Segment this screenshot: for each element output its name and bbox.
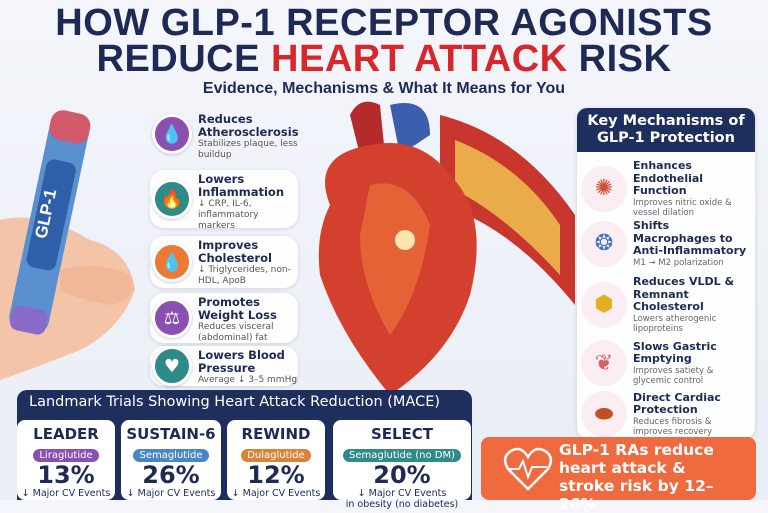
trial-value: 12% bbox=[247, 461, 305, 489]
mechanism-title: Enhances Endothelial Function bbox=[633, 159, 704, 197]
trial-name: SELECT bbox=[370, 425, 434, 443]
stomach-icon: ❦ bbox=[581, 340, 627, 386]
drug-badge: Dulaglutide bbox=[241, 449, 311, 462]
mechanism-title: Shifts Macrophages to Anti-Inflammatory bbox=[633, 219, 747, 257]
benefit-desc: Stabilizes plaque, less buildup bbox=[198, 139, 298, 160]
trial-note: in obesity (no diabetes) bbox=[345, 499, 459, 510]
trials-header: Landmark Trials Showing Heart Attack Red… bbox=[29, 394, 441, 410]
lipoprotein-icon: ⬢ bbox=[581, 281, 627, 328]
blood-pressure-icon: ♥ bbox=[152, 346, 192, 386]
subtitle: Evidence, Mechanisms & What It Means for… bbox=[202, 80, 566, 97]
page-title-line2: REDUCE HEART ATTACK RISK bbox=[0, 38, 768, 81]
mechanisms-header: Key Mechanisms of GLP-1 Protection bbox=[577, 108, 755, 152]
macrophage-icon: ❂ bbox=[581, 220, 627, 267]
mechanism-desc: Improves satiety & glycemic control bbox=[633, 365, 714, 386]
benefit-title: Lowers Blood Pressure bbox=[198, 348, 285, 375]
scale-icon: ⚖ bbox=[152, 298, 192, 338]
mechanism-desc: M1 → M2 polarization bbox=[633, 257, 724, 268]
benefit-desc: Reduces visceral (abdominal) fat bbox=[198, 322, 274, 343]
trial-value: 20% bbox=[373, 461, 431, 489]
mechanism-item: ❂Shifts Macrophages to Anti-Inflammatory… bbox=[581, 219, 751, 268]
pen-hand-illustration: GLP-1 bbox=[0, 110, 135, 380]
trial-value: 26% bbox=[142, 461, 200, 489]
mechanism-title: Slows Gastric Emptying bbox=[633, 339, 717, 365]
mechanism-desc: Reduces fibrosis & improves recovery bbox=[633, 416, 713, 437]
title-pre: REDUCE bbox=[96, 38, 272, 80]
trial-desc: ↓ Major CV Events bbox=[231, 488, 321, 499]
heart-ecg-icon bbox=[503, 447, 553, 491]
trial-desc: ↓ Major CV Events bbox=[126, 488, 216, 499]
trial-desc: ↓ Major CV Events bbox=[21, 488, 111, 499]
title-highlight: HEART ATTACK bbox=[271, 38, 568, 80]
trial-name: REWIND bbox=[241, 425, 311, 443]
endothelial-cell-icon: ✺ bbox=[581, 165, 627, 212]
flame-icon: 🔥 bbox=[152, 179, 192, 219]
heart-artery-illustration bbox=[318, 101, 575, 395]
benefit-desc: Average ↓ 3–5 mmHg bbox=[198, 375, 298, 385]
benefit-desc: ↓ Triglycerides, non-HDL, ApoB bbox=[198, 265, 291, 286]
benefit-title: Improves Cholesterol bbox=[198, 238, 272, 265]
summary-callout: GLP-1 RAs reduce heart attack & stroke r… bbox=[481, 437, 756, 513]
drop-icon: 💧 bbox=[152, 242, 192, 282]
trial-name: LEADER bbox=[33, 425, 99, 443]
trial-desc: ↓ Major CV Events bbox=[357, 488, 447, 499]
drug-badge: Semaglutide bbox=[133, 449, 209, 462]
benefit-title: Reduces Atherosclerosis bbox=[198, 112, 299, 139]
mechanism-desc: Improves nitric oxide & vessel dilation bbox=[633, 197, 732, 218]
mechanism-title: Direct Cardiac Protection bbox=[633, 390, 721, 416]
benefit-cholesterol: 💧 Improves Cholesterol↓ Triglycerides, n… bbox=[150, 236, 298, 288]
drug-badge: Liraglutide bbox=[33, 449, 99, 462]
benefit-title: Promotes Weight Loss bbox=[198, 295, 277, 322]
trial-card-select: SELECT Semaglutide (no DM)20%↓ Major CV E… bbox=[333, 420, 471, 510]
benefit-title: Lowers Inflammation bbox=[198, 172, 285, 199]
mitochondria-icon: ⬬ bbox=[581, 391, 627, 437]
trial-value: 13% bbox=[37, 461, 95, 489]
callout-text: GLP-1 RAs reduce heart attack & stroke r… bbox=[559, 441, 714, 513]
title-post: RISK bbox=[567, 38, 672, 80]
droplet-icon: 💧 bbox=[152, 114, 192, 154]
benefit-inflammation: 🔥 Lowers Inflammation↓ CRP, IL-6, inflam… bbox=[150, 170, 298, 231]
mechanism-desc: Lowers atherogenic lipoproteins bbox=[633, 313, 717, 334]
mechanisms-panel: Key Mechanisms of GLP-1 Protection ✺Enha… bbox=[577, 108, 755, 438]
benefit-desc: ↓ CRP, IL-6, inflammatory markers bbox=[198, 199, 259, 231]
trial-name: SUSTAIN-6 bbox=[126, 425, 216, 443]
trials-panel: Landmark Trials Showing Heart Attack Red… bbox=[17, 390, 472, 510]
page-title-line1: HOW GLP-1 RECEPTOR AGONISTS bbox=[55, 2, 713, 44]
drug-badge: Semaglutide (no DM) bbox=[343, 449, 461, 462]
mechanism-title: Reduces VLDL & Remnant Cholesterol bbox=[633, 275, 735, 313]
